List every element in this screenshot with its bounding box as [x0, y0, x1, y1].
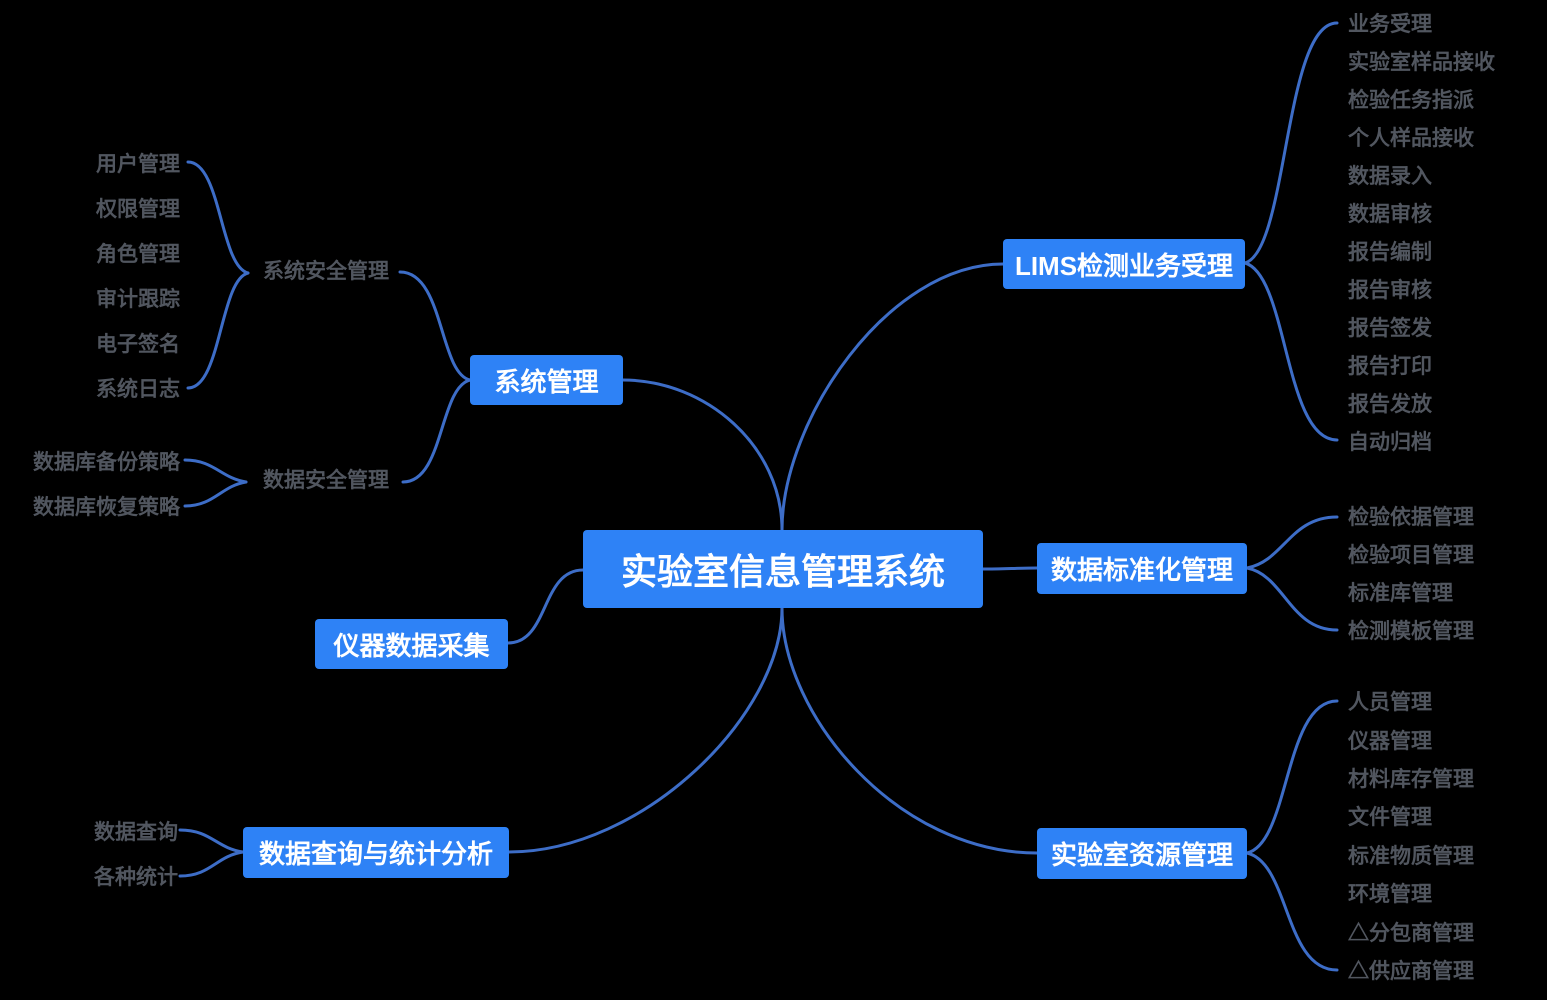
- connector-data-security-first-leaf: [183, 458, 248, 484]
- connector-system-management-data-security: [401, 378, 472, 484]
- leaf-item[interactable]: 人员管理: [1348, 691, 1432, 715]
- leaf-group-lab-resources: 人员管理仪器管理材料库存管理文件管理标准物质管理环境管理 △分包商管理 △供应商管理: [1348, 682, 1474, 989]
- leaf-item[interactable]: 环境管理: [1348, 883, 1432, 907]
- leaf-item[interactable]: 检验任务指派: [1348, 89, 1474, 112]
- leaf-item[interactable]: 检验项目管理: [1348, 544, 1474, 567]
- leaf-item[interactable]: 标准库管理: [1348, 582, 1453, 605]
- connector-data-query-last-leaf: [178, 850, 245, 878]
- branch-node-lab-resources[interactable]: 实验室资源管理: [1037, 828, 1247, 879]
- leaf-item[interactable]: 报告审核: [1348, 279, 1432, 302]
- root-node[interactable]: 实验室信息管理系统: [583, 530, 983, 608]
- connector-data-security-last-leaf: [183, 480, 248, 508]
- connector-root-lab-resources: [780, 606, 1039, 855]
- branch-node-data-standardization[interactable]: 数据标准化管理: [1037, 543, 1247, 594]
- leaf-item[interactable]: 系统日志: [96, 377, 180, 401]
- leaf-item[interactable]: 数据库恢复策略: [33, 495, 180, 519]
- leaf-item[interactable]: △供应商管理: [1348, 959, 1474, 983]
- connector-data-query-first-leaf: [178, 828, 245, 854]
- leaf-item[interactable]: 检测模板管理: [1348, 620, 1474, 643]
- branch-node-system-management[interactable]: 系统管理: [470, 355, 623, 405]
- leaf-item[interactable]: 数据录入: [1348, 165, 1432, 188]
- subbranch-label-data-security[interactable]: 数据安全管理: [263, 469, 389, 492]
- connector-root-system-management: [621, 378, 784, 532]
- leaf-item[interactable]: 电子签名: [96, 332, 180, 356]
- leaf-item[interactable]: 报告编制: [1348, 241, 1432, 264]
- leaf-item[interactable]: 数据查询: [94, 820, 178, 844]
- leaf-item[interactable]: 检验依据管理: [1348, 506, 1474, 529]
- leaf-item[interactable]: 业务受理: [1348, 13, 1432, 36]
- leaf-item[interactable]: 用户管理: [96, 152, 180, 176]
- leaf-group-data-query-stats: 数据查询各种统计: [0, 808, 178, 898]
- leaf-group-data-security: 数据库备份策略数据库恢复策略: [0, 438, 180, 528]
- leaf-group-data-standardization: 检验依据管理检验项目管理标准库管理检测模板管理: [1348, 497, 1474, 649]
- leaf-item[interactable]: 仪器管理: [1348, 729, 1432, 753]
- leaf-item[interactable]: 权限管理: [96, 197, 180, 221]
- connector-lims-first-leaf: [1243, 21, 1339, 265]
- leaf-group-system-security: 用户管理权限管理角色管理审计跟踪电子签名系统日志: [0, 140, 180, 410]
- subbranch-label-system-security[interactable]: 系统安全管理: [263, 260, 389, 283]
- connector-system-management-system-security: [398, 270, 472, 382]
- leaf-item[interactable]: 各种统计: [94, 865, 178, 889]
- connector-data-standardization-last-leaf: [1245, 566, 1339, 632]
- connector-root-data-query-stats: [507, 606, 784, 854]
- leaf-item[interactable]: 报告发放: [1348, 393, 1432, 416]
- leaf-item[interactable]: 角色管理: [96, 242, 180, 266]
- branch-node-instrument-data[interactable]: 仪器数据采集: [315, 619, 508, 669]
- connector-root-instrument-data: [506, 568, 585, 645]
- connector-data-standardization-first-leaf: [1245, 515, 1339, 570]
- connector-root-lims-business: [780, 262, 1005, 532]
- leaf-item[interactable]: 个人样品接收: [1348, 127, 1474, 150]
- leaf-group-lims-business: 业务受理实验室样品接收检验任务指派个人样品接收数据录入数据审核报告编制报告审核报…: [1348, 4, 1495, 460]
- leaf-item[interactable]: 文件管理: [1348, 806, 1432, 830]
- leaf-item[interactable]: 材料库存管理: [1348, 767, 1474, 791]
- branch-node-data-query-stats[interactable]: 数据查询与统计分析: [243, 827, 509, 878]
- connector-root-data-standardization: [981, 566, 1039, 571]
- connector-system-security-last-leaf: [186, 271, 250, 390]
- leaf-item[interactable]: 报告打印: [1348, 355, 1432, 378]
- leaf-item[interactable]: 审计跟踪: [96, 287, 180, 311]
- leaf-item[interactable]: △分包商管理: [1348, 921, 1474, 945]
- branch-node-lims-business[interactable]: LIMS检测业务受理: [1003, 239, 1245, 289]
- leaf-item[interactable]: 实验室样品接收: [1348, 51, 1495, 74]
- leaf-item[interactable]: 标准物质管理: [1348, 844, 1474, 868]
- connector-lab-resources-first-leaf: [1245, 699, 1339, 855]
- connector-lab-resources-last-leaf: [1245, 851, 1339, 972]
- leaf-item[interactable]: 数据库备份策略: [33, 450, 180, 474]
- leaf-item[interactable]: 自动归档: [1348, 431, 1432, 454]
- connector-lims-last-leaf: [1243, 261, 1339, 442]
- leaf-item[interactable]: 报告签发: [1348, 317, 1432, 340]
- leaf-item[interactable]: 数据审核: [1348, 203, 1432, 226]
- connector-system-security-first-leaf: [186, 160, 250, 275]
